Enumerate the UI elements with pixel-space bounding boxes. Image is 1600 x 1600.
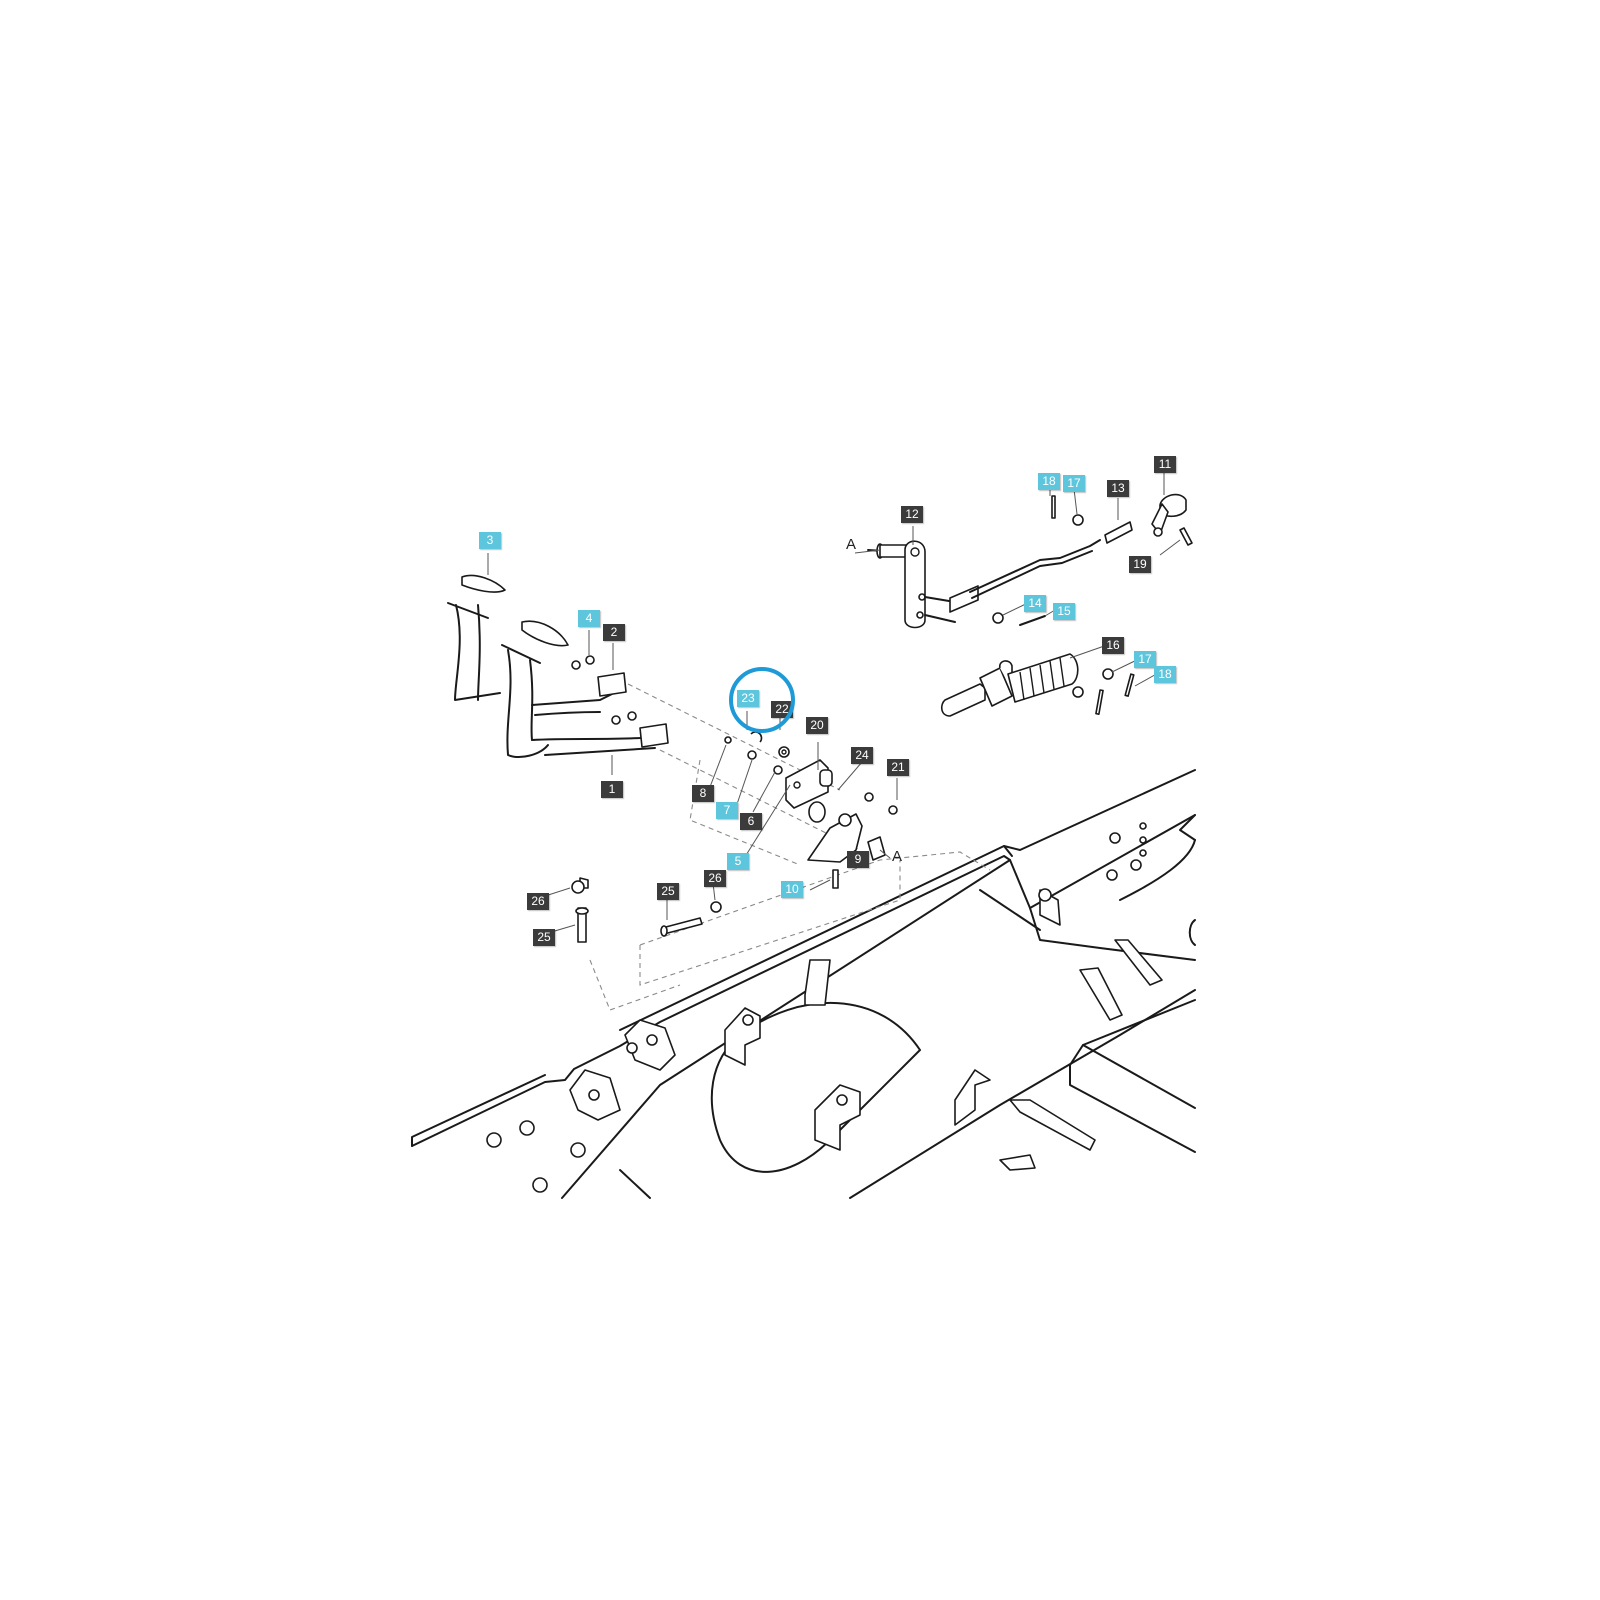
callout-part-20[interactable]: 20	[806, 717, 828, 734]
callout-part-14[interactable]: 14	[1024, 595, 1046, 612]
callout-part-9[interactable]: 9	[847, 851, 869, 868]
callout-part-17[interactable]: 17	[1134, 651, 1156, 668]
callout-part-11[interactable]: 11	[1154, 456, 1176, 473]
callout-part-3[interactable]: 3	[479, 532, 501, 549]
reference-letter-a-top: A	[846, 536, 857, 553]
callout-part-5[interactable]: 5	[727, 853, 749, 870]
linkage-rod-assembly	[867, 493, 1193, 717]
callout-part-15[interactable]: 15	[1053, 603, 1075, 620]
callout-part-25-left[interactable]: 25	[533, 929, 555, 946]
callout-part-2[interactable]: 2	[603, 624, 625, 641]
callout-part-6[interactable]: 6	[740, 813, 762, 830]
callout-part-17-top[interactable]: 17	[1063, 475, 1085, 492]
callout-part-16[interactable]: 16	[1102, 637, 1124, 654]
callout-part-8[interactable]: 8	[692, 785, 714, 802]
callout-part-25[interactable]: 25	[657, 883, 679, 900]
callout-part-19[interactable]: 19	[1129, 556, 1151, 573]
leader-lines	[487, 473, 1181, 934]
callout-part-18-top[interactable]: 18	[1038, 473, 1060, 490]
callout-part-26-left[interactable]: 26	[527, 893, 549, 910]
callout-part-26[interactable]: 26	[704, 870, 726, 887]
callout-part-13[interactable]: 13	[1107, 480, 1129, 497]
reference-letter-a-bottom: A	[892, 848, 903, 865]
pivot-assembly	[571, 731, 898, 943]
highlight-ring	[729, 667, 795, 733]
callout-part-21[interactable]: 21	[887, 759, 909, 776]
callout-part-10[interactable]: 10	[781, 881, 803, 898]
callout-part-12[interactable]: 12	[901, 506, 923, 523]
callout-part-4[interactable]: 4	[578, 610, 600, 627]
callout-part-18[interactable]: 18	[1154, 666, 1176, 683]
chassis-frame	[411, 769, 1196, 1199]
callout-part-7[interactable]: 7	[716, 802, 738, 819]
callout-part-24[interactable]: 24	[851, 747, 873, 764]
callout-part-1[interactable]: 1	[601, 781, 623, 798]
brake-pedal-assembly	[447, 574, 669, 758]
